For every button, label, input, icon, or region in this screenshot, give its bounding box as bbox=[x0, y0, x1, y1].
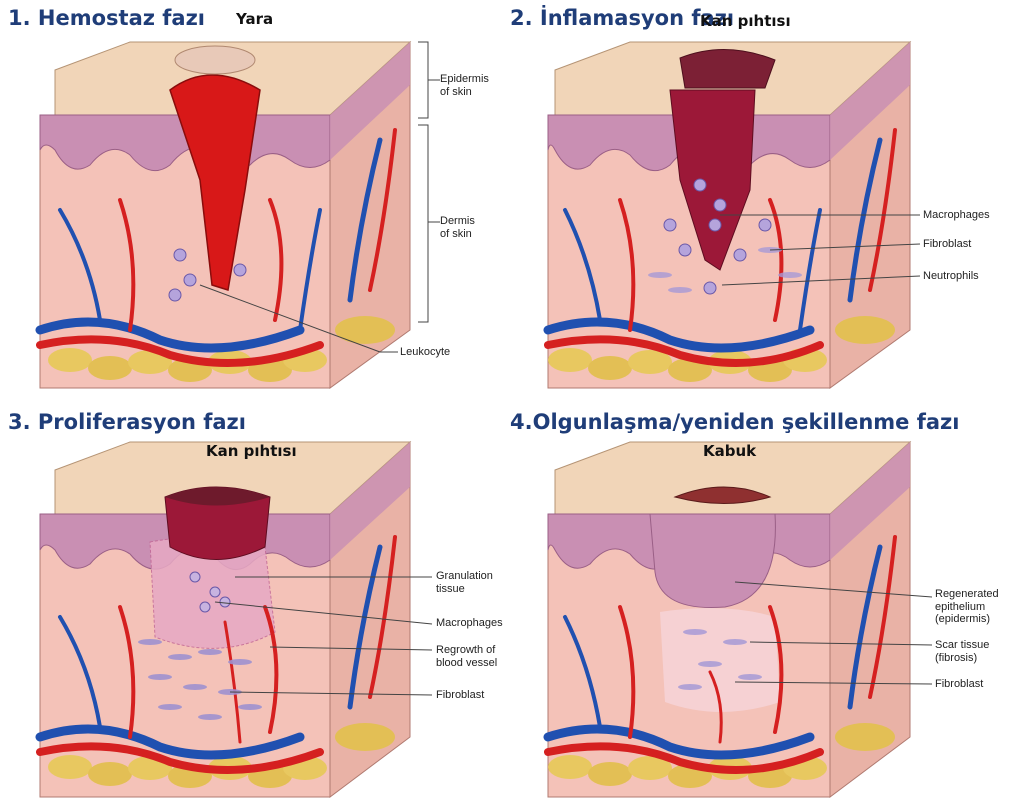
clot-label: Kan pıhtısı bbox=[700, 12, 791, 30]
callout-leukocyte: Leukocyte bbox=[400, 346, 450, 359]
callout-fibroblast: Fibroblast bbox=[436, 689, 484, 702]
wound-label: Yara bbox=[236, 10, 273, 28]
callout-macrophages: Macrophages bbox=[436, 617, 503, 630]
callout-neutrophils: Neutrophils bbox=[923, 270, 979, 283]
phase-title: 1. Hemostaz fazı bbox=[8, 6, 205, 30]
callout-fibroblast: Fibroblast bbox=[923, 238, 971, 251]
scab-label: Kabuk bbox=[703, 442, 756, 460]
callout-epidermis: Epidermis of skin bbox=[440, 73, 489, 98]
panel-maturation: 4.Olgunlaşma/yeniden şekillenme fazı Kab… bbox=[510, 402, 1020, 804]
skin-block-illustration bbox=[0, 402, 510, 805]
callout-regenerated-epithelium: Regenerated epithelium (epidermis) bbox=[935, 588, 999, 626]
callout-vessel-regrowth: Regrowth of blood vessel bbox=[436, 644, 497, 669]
skin-block-illustration bbox=[510, 0, 1020, 402]
panel-proliferation: 3. Proliferasyon fazı Kan pıhtısı Granul… bbox=[0, 402, 510, 804]
phase-title: 4.Olgunlaşma/yeniden şekillenme fazı bbox=[510, 410, 959, 434]
callout-dermis: Dermis of skin bbox=[440, 215, 475, 240]
skin-block-illustration bbox=[0, 0, 510, 402]
callout-granulation-tissue: Granulation tissue bbox=[436, 570, 493, 595]
callout-fibroblast: Fibroblast bbox=[935, 678, 983, 691]
panel-inflammation: 2. İnflamasyon fazı Kan pıhtısı Macropha… bbox=[510, 0, 1020, 402]
clot-label: Kan pıhtısı bbox=[206, 442, 297, 460]
callout-scar-tissue: Scar tissue (fibrosis) bbox=[935, 639, 989, 664]
panel-hemostasis: 1. Hemostaz fazı Yara Epidermis of skin … bbox=[0, 0, 510, 402]
phase-title: 3. Proliferasyon fazı bbox=[8, 410, 246, 434]
callout-macrophages: Macrophages bbox=[923, 209, 990, 222]
